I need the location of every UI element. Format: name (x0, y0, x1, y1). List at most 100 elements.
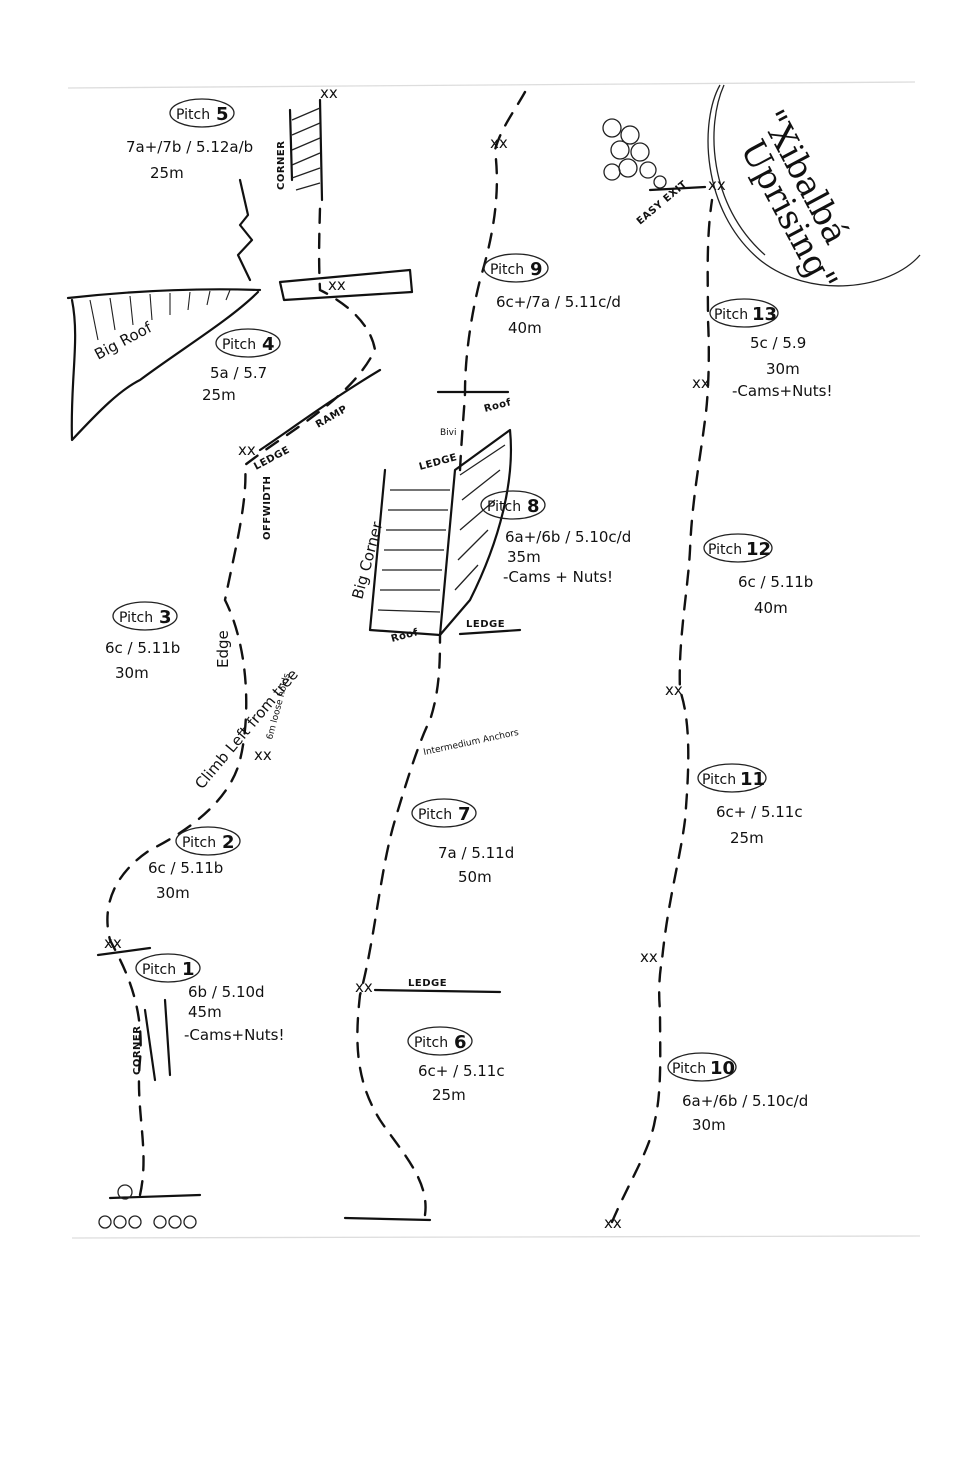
svg-text:7a+/7b / 5.12a/b: 7a+/7b / 5.12a/b (126, 138, 253, 156)
svg-text:Pitch: Pitch (487, 499, 521, 515)
svg-text:50m: 50m (458, 868, 492, 886)
svg-text:8: 8 (527, 496, 540, 517)
ramp-edge (258, 368, 382, 452)
svg-text:6c+/7a / 5.11c/d: 6c+/7a / 5.11c/d (496, 293, 621, 311)
svg-text:-Cams + Nuts!: -Cams + Nuts! (503, 568, 613, 586)
svg-text:30m: 30m (115, 664, 149, 682)
svg-text:6c+ / 5.11c: 6c+ / 5.11c (418, 1062, 505, 1080)
anchor-p4-top: xx (328, 276, 346, 294)
svg-text:Pitch: Pitch (702, 772, 736, 788)
svg-text:Pitch: Pitch (142, 962, 176, 978)
anchor-p2-top: xx (254, 746, 272, 764)
bivi-label: Bivi (440, 428, 457, 438)
intermediate-label: Intermedium Anchors (423, 728, 520, 758)
ledge-p6-line (373, 988, 502, 994)
svg-text:-Cams+Nuts!: -Cams+Nuts! (732, 382, 833, 400)
pitch-label-6: Pitch 6 6c+ / 5.11c 25m (407, 1026, 505, 1104)
svg-text:6b / 5.10d: 6b / 5.10d (188, 983, 265, 1001)
easy-exit-label: EASY EXIT (635, 179, 690, 227)
svg-text:Pitch: Pitch (414, 1035, 448, 1051)
ledge-p8-label: LEDGE (466, 619, 505, 630)
svg-text:-Cams+Nuts!: -Cams+Nuts! (184, 1026, 285, 1044)
route-left-p1-p5 (106, 203, 377, 1197)
roof-p9-label: Roof (483, 397, 513, 415)
ground-left (108, 1193, 202, 1200)
svg-text:13: 13 (752, 304, 777, 325)
anchor-p10-top: xx (640, 948, 658, 966)
anchor-p12-top: xx (692, 374, 710, 392)
offwidth-label: OFFWIDTH (262, 476, 273, 540)
roof-p8-label: Roof (390, 627, 420, 645)
svg-text:25m: 25m (730, 829, 764, 847)
svg-text:9: 9 (530, 259, 543, 280)
ledge-bivi-label: LEDGE (418, 452, 459, 473)
pitch-label-1: Pitch 1 6b / 5.10d 45m -Cams+Nuts! (135, 953, 285, 1044)
anchor-p6-top: xx (355, 978, 373, 996)
svg-text:40m: 40m (508, 319, 542, 337)
corner-bottom-feature: CORNER (132, 998, 172, 1082)
svg-text:Pitch: Pitch (672, 1061, 706, 1077)
svg-text:25m: 25m (150, 164, 184, 182)
roof-band (278, 268, 414, 302)
svg-text:12: 12 (746, 539, 771, 560)
svg-text:30m: 30m (156, 884, 190, 902)
svg-text:5a / 5.7: 5a / 5.7 (210, 364, 267, 382)
corner-top-feature: CORNER xx (276, 84, 338, 202)
ramp-label: RAMP (314, 404, 350, 431)
svg-text:4: 4 (262, 334, 275, 355)
pillar-outline (236, 178, 254, 282)
svg-text:5: 5 (216, 104, 229, 125)
svg-text:Pitch: Pitch (222, 337, 256, 353)
svg-text:Pitch: Pitch (182, 835, 216, 851)
ledge-p8-line (458, 628, 522, 636)
pitch-label-9: Pitch 9 6c+/7a / 5.11c/d 40m (483, 253, 621, 337)
title-seal: "Xibalbá Uprising" (707, 84, 921, 298)
svg-text:Pitch: Pitch (176, 107, 210, 123)
corner-bottom-label: CORNER (132, 1026, 143, 1075)
svg-text:6: 6 (454, 1032, 467, 1053)
svg-text:Pitch: Pitch (418, 807, 452, 823)
pitch-label-5: Pitch 5 7a+/7b / 5.12a/b 25m (126, 98, 253, 182)
ledge-p6-label: LEDGE (408, 978, 447, 989)
route-middle-p6-p9 (356, 90, 527, 1217)
svg-text:6c / 5.11b: 6c / 5.11b (148, 859, 223, 877)
anchor-p11-top: xx (665, 681, 683, 699)
svg-text:45m: 45m (188, 1003, 222, 1021)
anchor-p1-top: xx (104, 934, 122, 952)
ground-bushes (98, 1184, 197, 1229)
climb-left-label: Climb Left from tree (191, 666, 302, 793)
svg-text:2: 2 (222, 832, 235, 853)
anchor-p5-top: xx (320, 84, 338, 102)
svg-text:11: 11 (740, 769, 765, 790)
svg-text:6c+ / 5.11c: 6c+ / 5.11c (716, 803, 803, 821)
ledge-p4-label: LEDGE (252, 445, 292, 473)
anchor-exit: xx (708, 176, 726, 194)
svg-text:7: 7 (458, 804, 471, 825)
ledge-p1 (96, 946, 152, 957)
pitch-label-4: Pitch 4 5a / 5.7 25m (202, 328, 281, 404)
big-roof-label: Big Roof (91, 318, 155, 363)
svg-text:Pitch: Pitch (119, 610, 153, 626)
svg-text:25m: 25m (202, 386, 236, 404)
svg-text:Pitch: Pitch (708, 542, 742, 558)
svg-text:6a+/6b / 5.10c/d: 6a+/6b / 5.10c/d (682, 1092, 808, 1110)
svg-text:Pitch: Pitch (490, 262, 524, 278)
svg-text:30m: 30m (692, 1116, 726, 1134)
svg-text:30m: 30m (766, 360, 800, 378)
big-corner-label: Big Corner (348, 519, 386, 601)
route-right-p10-p13 (610, 198, 714, 1224)
svg-text:25m: 25m (432, 1086, 466, 1104)
corner-top-label: CORNER (276, 141, 287, 190)
svg-text:5c / 5.9: 5c / 5.9 (750, 334, 806, 352)
bushes-exit: EASY EXIT xx (602, 118, 726, 227)
svg-text:1: 1 (182, 959, 195, 980)
svg-text:35m: 35m (507, 548, 541, 566)
